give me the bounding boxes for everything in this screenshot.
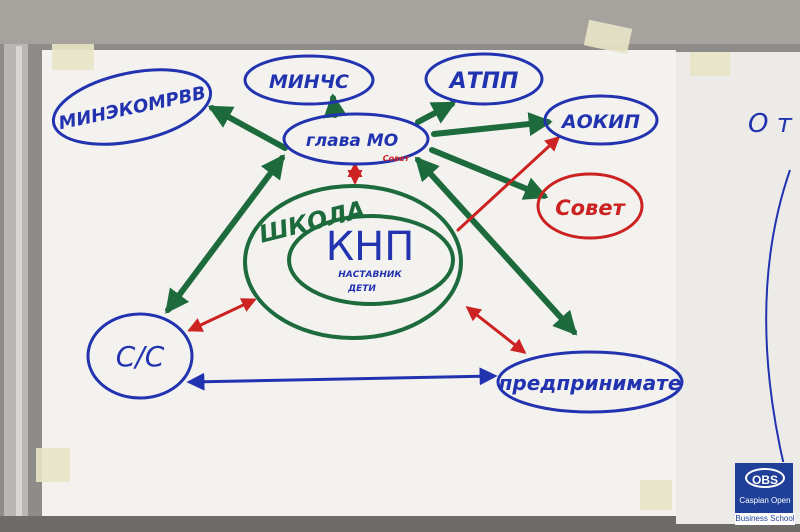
- label-cc: С/С: [116, 340, 165, 373]
- node-cc: [86, 312, 194, 400]
- right-sheet-text: О т: [748, 109, 793, 139]
- label-glava: глава МО: [306, 131, 398, 151]
- label-sovet-small: Совет: [383, 154, 411, 163]
- tape: [690, 52, 730, 76]
- label-deti: ДЕТИ: [347, 284, 376, 294]
- wall-top: [0, 0, 800, 44]
- tape: [583, 19, 633, 55]
- node-knp: [287, 214, 455, 306]
- node-glava: [282, 112, 430, 166]
- tape: [36, 448, 70, 482]
- node-school: [243, 184, 463, 340]
- arrow-school-predpr: [465, 306, 527, 354]
- node-minchs: [243, 54, 375, 106]
- label-minchs: МИНЧС: [269, 71, 349, 93]
- tray: [0, 516, 800, 532]
- arrow-school-cc: [187, 298, 257, 332]
- watermark-logo: OBS Caspian Open Business School: [734, 462, 795, 525]
- tape: [52, 44, 94, 70]
- label-atpp: АТПП: [448, 69, 519, 94]
- logo-icon: OBS: [745, 468, 785, 488]
- label-knp: КНП: [326, 224, 415, 270]
- node-sovet: [536, 172, 644, 240]
- logo-line2: Business School: [735, 513, 795, 525]
- label-nastavnik: НАСТАВНИК: [338, 270, 402, 280]
- arrow-school-aokip: [456, 135, 561, 232]
- board-frame-edge: [16, 46, 22, 532]
- arrow-glava-atpp: [415, 101, 457, 125]
- label-aokip: АОКИП: [560, 111, 640, 133]
- label-predpr: предпринимате: [499, 371, 682, 395]
- right-sheet-curve: [765, 169, 791, 471]
- arrow-cc-predpr: [186, 367, 498, 391]
- arrow-glava-predpr: [414, 156, 578, 336]
- node-aokip: [543, 94, 659, 146]
- tape: [640, 480, 672, 510]
- node-predpr: [496, 350, 684, 414]
- arrow-glava-minek: [207, 105, 288, 151]
- node-atpp: [424, 52, 544, 106]
- node-minekomrvv: [51, 68, 213, 146]
- label-sovet: Совет: [555, 196, 626, 220]
- arrow-glava-cc: [165, 154, 285, 314]
- arrow-glava-aokip: [431, 112, 553, 137]
- logo-line1: Caspian Open: [739, 496, 791, 505]
